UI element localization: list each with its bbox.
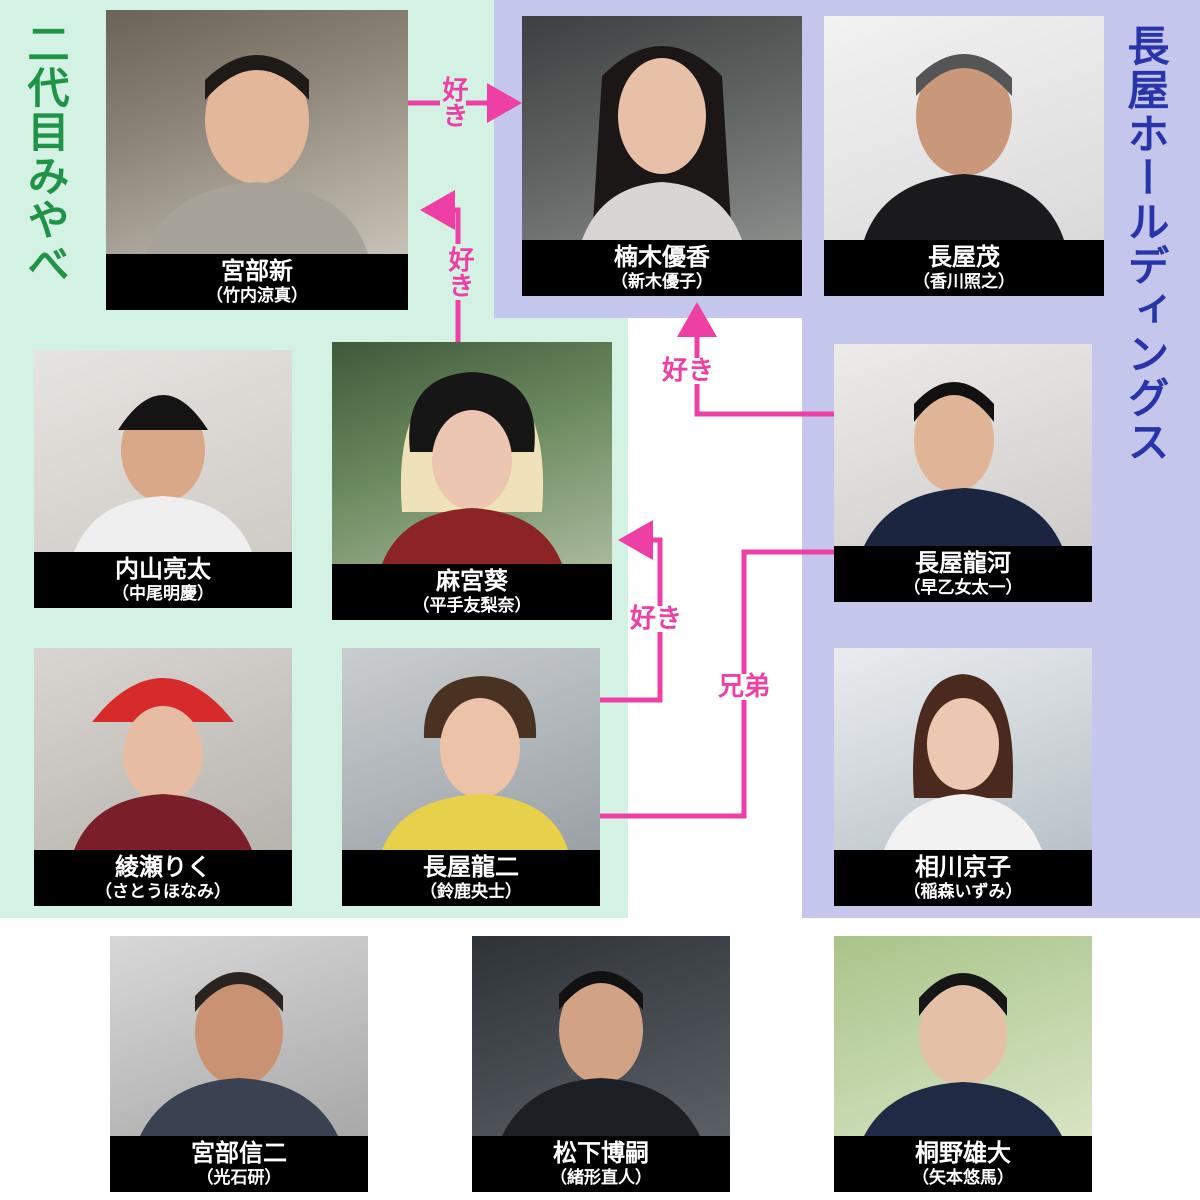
card-nagaya-shigeru: 長屋茂 （香川照之） — [824, 16, 1104, 296]
nameplate-matsushita-hirotsugu: 松下博嗣 （緒形直人） — [472, 1136, 730, 1192]
portrait-silhouette-icon — [884, 674, 1042, 850]
portrait-silhouette-icon — [382, 372, 562, 564]
photo-matsushita-hirotsugu — [472, 936, 730, 1136]
role-name: 相川京子 — [915, 853, 1011, 881]
photo-aikawa-kyoko — [834, 648, 1092, 850]
card-nagaya-ryuji: 長屋龍二 （鈴鹿央士） — [342, 648, 600, 906]
nagaya-group-title: 長屋ホールディングス — [1121, 24, 1170, 464]
card-aikawa-kyoko: 相川京子 （稲森いずみ） — [834, 648, 1092, 906]
actor-name: （新木優子） — [611, 272, 713, 292]
portrait-silhouette-icon — [864, 54, 1064, 240]
role-name: 松下博嗣 — [553, 1139, 649, 1167]
relation-label-arata-to-yuka: 好き — [438, 74, 468, 130]
portrait-silhouette-icon — [140, 972, 338, 1136]
relation-label-ryuji-to-aoi: 好き — [628, 604, 685, 634]
nameplate-miyabe-arata: 宮部新 （竹内涼真） — [106, 254, 408, 310]
role-name: 長屋龍二 — [423, 853, 519, 881]
photo-miyabe-arata — [106, 10, 408, 254]
nameplate-kusunoki-yuka: 楠木優香 （新木優子） — [522, 240, 802, 296]
role-name: 麻宮葵 — [436, 567, 508, 595]
role-name: 綾瀬りく — [115, 853, 211, 881]
nameplate-kirino-takehiro: 桐野雄大 （矢本悠馬） — [834, 1136, 1092, 1192]
nameplate-ayase-riku: 綾瀬りく （さとうほなみ） — [34, 850, 292, 906]
actor-name: （緒形直人） — [550, 1168, 652, 1188]
actor-name: （香川照之） — [913, 272, 1015, 292]
actor-name: （鈴鹿央士） — [420, 882, 522, 902]
actor-name: （稲森いずみ） — [903, 882, 1023, 902]
nameplate-nagaya-ryuji: 長屋龍二 （鈴鹿央士） — [342, 850, 600, 906]
role-name: 長屋茂 — [928, 243, 1000, 271]
miyabe-group-title: 二代目みやべ — [21, 22, 70, 286]
photo-miyabe-shinji — [110, 936, 368, 1136]
actor-name: （矢本悠馬） — [912, 1168, 1014, 1188]
card-kusunoki-yuka: 楠木優香 （新木優子） — [522, 16, 802, 296]
portrait-silhouette-icon — [382, 676, 568, 850]
role-name: 楠木優香 — [614, 243, 710, 271]
role-name: 宮部信二 — [191, 1139, 287, 1167]
nameplate-aikawa-kyoko: 相川京子 （稲森いずみ） — [834, 850, 1092, 906]
portrait-silhouette-icon — [502, 971, 700, 1136]
card-miyabe-arata: 宮部新 （竹内涼真） — [106, 10, 408, 310]
nameplate-uchiyama-ryota: 内山亮太 （中尾明慶） — [34, 552, 292, 608]
role-name: 内山亮太 — [115, 555, 211, 583]
relation-label-aoi-to-arata: 好き — [444, 244, 474, 300]
role-name: 長屋龍河 — [915, 549, 1011, 577]
role-name: 桐野雄大 — [915, 1139, 1011, 1167]
portrait-silhouette-icon — [864, 382, 1062, 546]
photo-nagaya-shigeru — [824, 16, 1104, 240]
photo-nagaya-ryuga — [834, 344, 1092, 546]
arrow-ryuga-to-yuka — [677, 302, 834, 417]
nameplate-miyabe-shinji: 宮部信二 （光石研） — [110, 1136, 368, 1192]
actor-name: （竹内涼真） — [206, 286, 308, 306]
photo-nagaya-ryuji — [342, 648, 600, 850]
nameplate-nagaya-shigeru: 長屋茂 （香川照之） — [824, 240, 1104, 296]
photo-kusunoki-yuka — [522, 16, 802, 240]
nameplate-nagaya-ryuga: 長屋龍河 （早乙女太一） — [834, 546, 1092, 602]
actor-name: （さとうほなみ） — [95, 882, 231, 902]
card-matsushita-hirotsugu: 松下博嗣 （緒形直人） — [472, 936, 730, 1192]
card-ayase-riku: 綾瀬りく （さとうほなみ） — [34, 648, 292, 906]
card-miyabe-shinji: 宮部信二 （光石研） — [110, 936, 368, 1192]
portrait-silhouette-icon — [582, 46, 742, 240]
photo-uchiyama-ryota — [34, 350, 292, 552]
photo-ayase-riku — [34, 648, 292, 850]
actor-name: （早乙女太一） — [903, 578, 1023, 598]
photo-kirino-takehiro — [834, 936, 1092, 1136]
card-nagaya-ryuga: 長屋龍河 （早乙女太一） — [834, 344, 1092, 602]
portrait-silhouette-icon — [146, 55, 368, 254]
role-name: 宮部新 — [221, 257, 293, 285]
nameplate-amamiya-aoi: 麻宮葵 （平手友梨奈） — [332, 564, 612, 620]
card-amamiya-aoi: 麻宮葵 （平手友梨奈） — [332, 342, 612, 620]
actor-name: （中尾明慶） — [112, 584, 214, 604]
portrait-silhouette-icon — [74, 678, 252, 850]
photo-amamiya-aoi — [332, 342, 612, 564]
actor-name: （光石研） — [196, 1168, 282, 1188]
relation-label-brothers: 兄弟 — [716, 672, 773, 702]
card-uchiyama-ryota: 内山亮太 （中尾明慶） — [34, 350, 292, 608]
relation-label-ryuga-to-yuka: 好き — [660, 356, 717, 386]
actor-name: （平手友梨奈） — [412, 596, 532, 616]
portrait-silhouette-icon — [74, 395, 252, 552]
card-kirino-takehiro: 桐野雄大 （矢本悠馬） — [834, 936, 1092, 1192]
portrait-silhouette-icon — [864, 973, 1062, 1136]
